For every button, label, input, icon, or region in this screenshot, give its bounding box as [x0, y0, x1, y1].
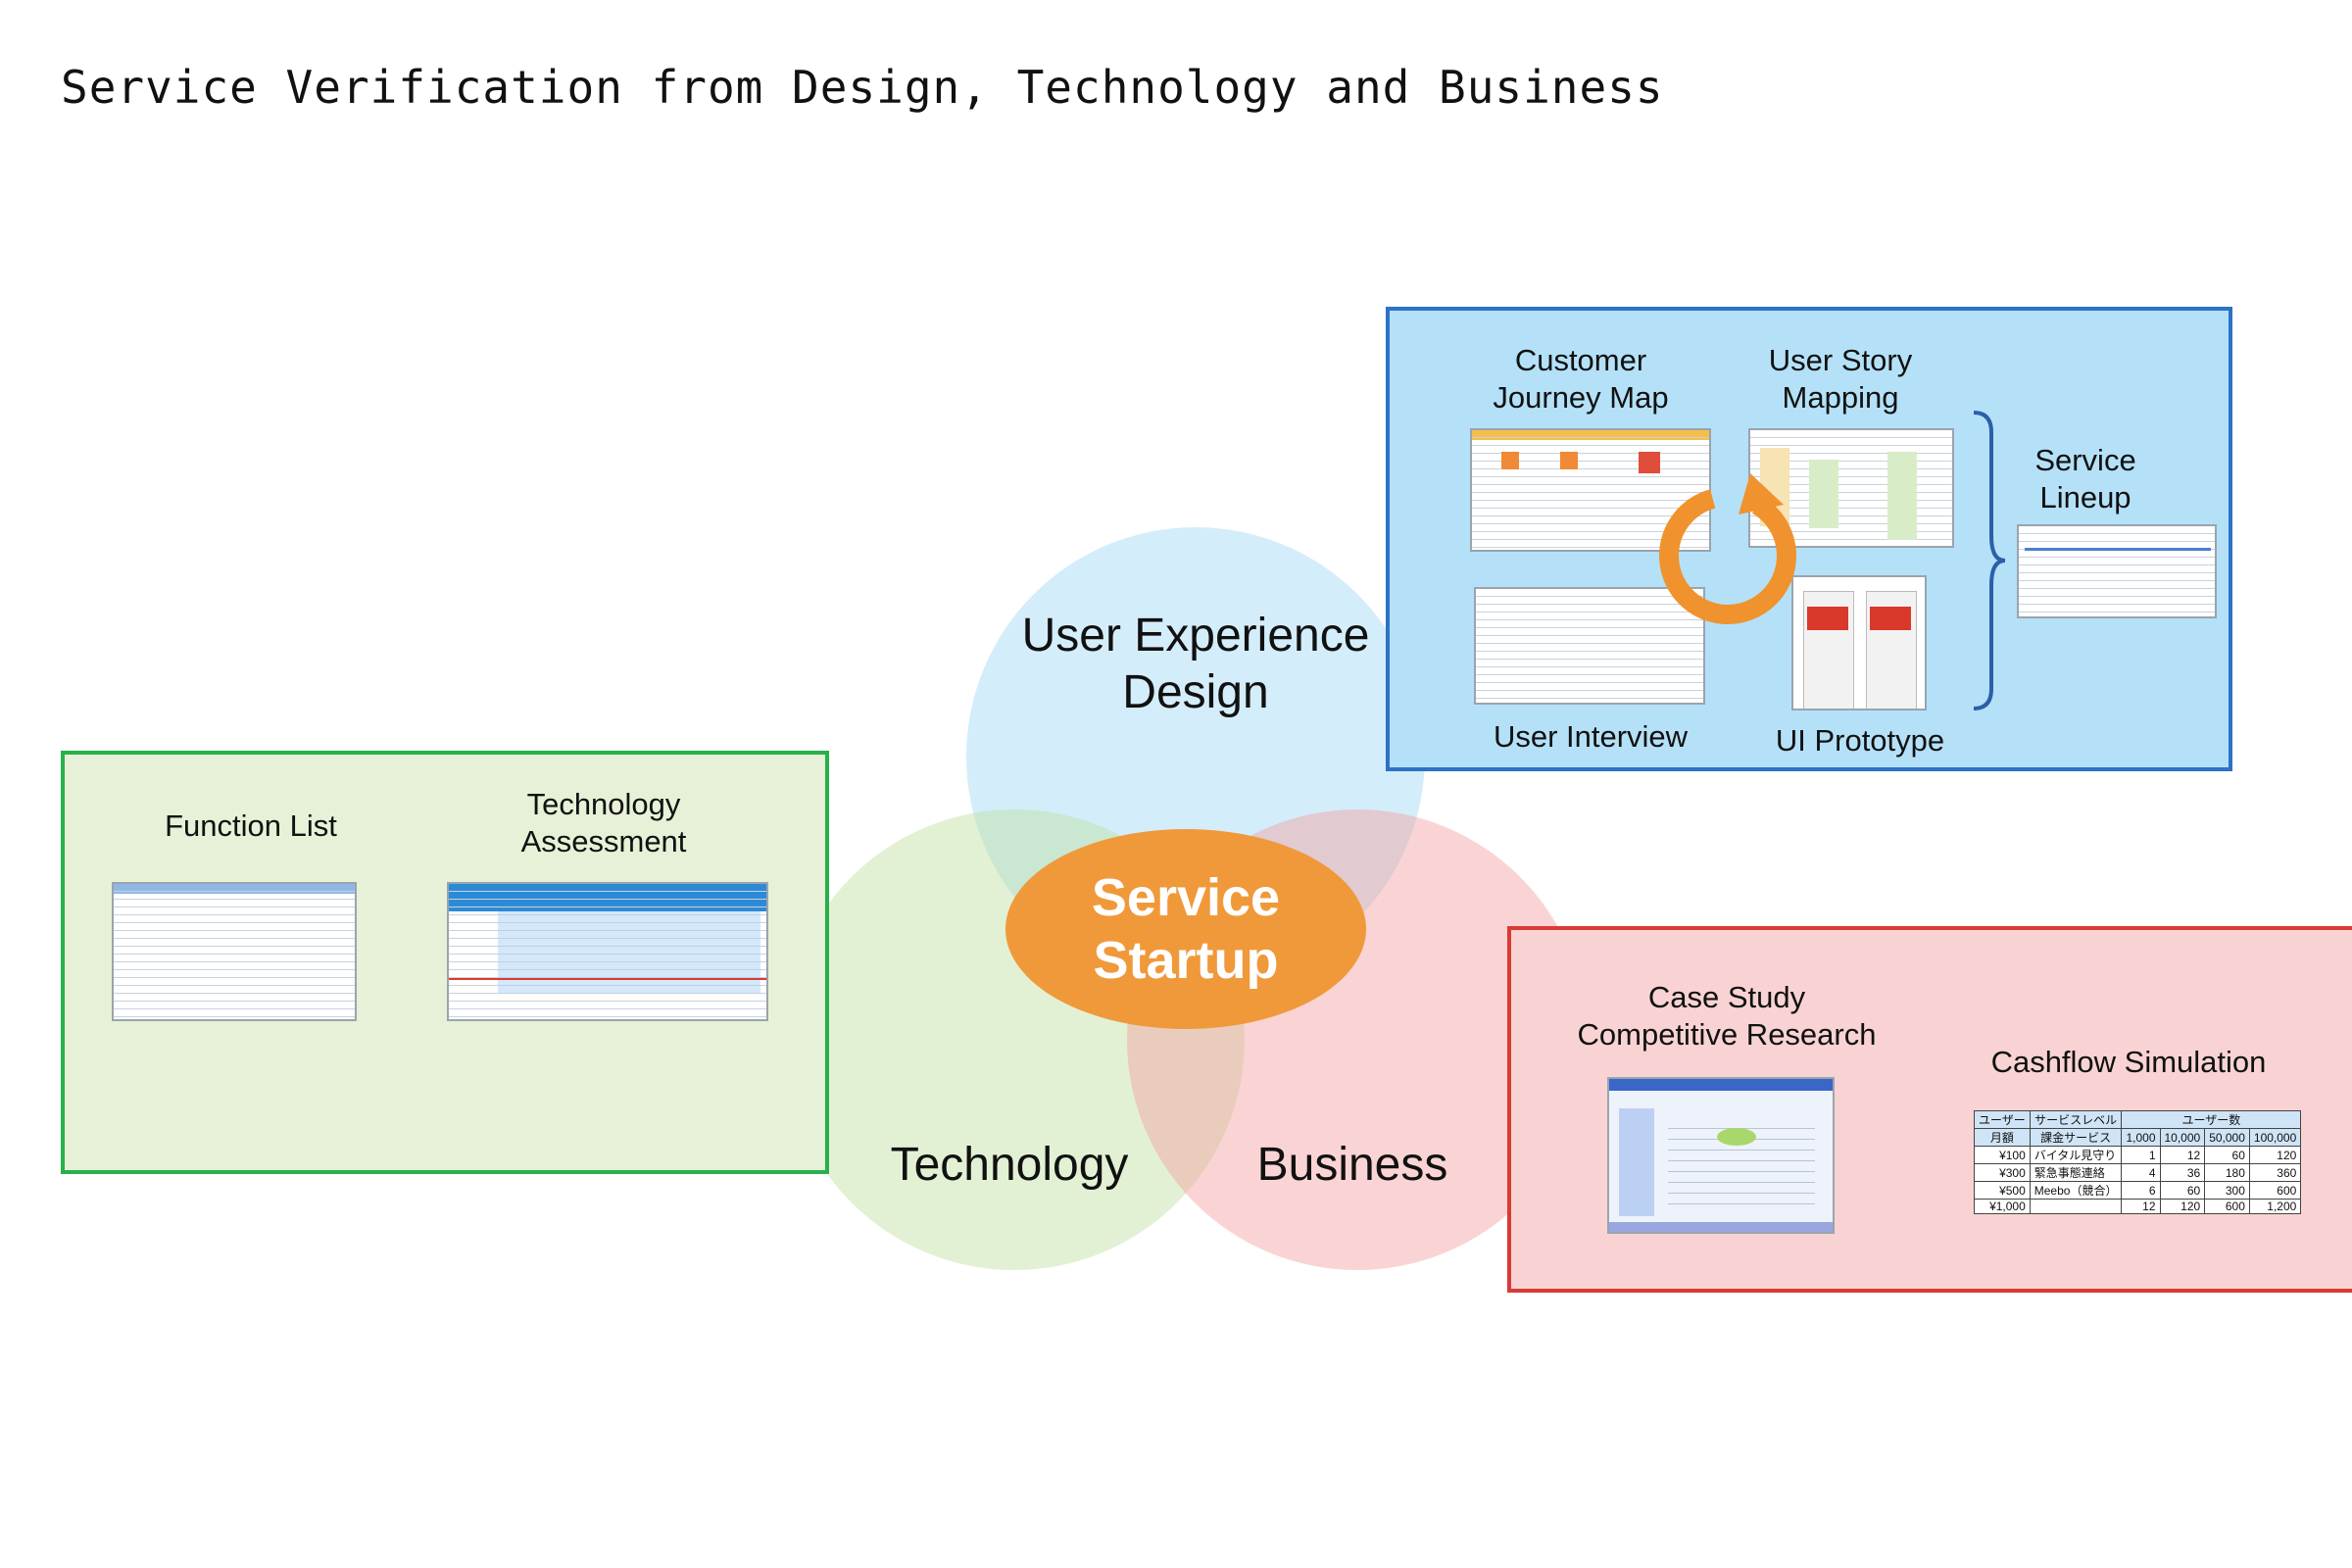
table-header-cell: 50,000 — [2204, 1128, 2250, 1147]
table-header-cell: 課金サービス — [2029, 1128, 2123, 1147]
table-header-cell: 1,000 — [2121, 1128, 2161, 1147]
table-cell: 180 — [2204, 1163, 2250, 1182]
table-cell: 緊急事態連絡 — [2029, 1163, 2123, 1182]
user-interview-thumbnail — [1474, 587, 1705, 705]
ux-design-panel: Customer Journey Map User Story Mapping … — [1386, 307, 2232, 771]
cashflow-simulation-label: Cashflow Simulation — [1990, 1045, 2267, 1079]
table-header-cell: ユーザー — [1974, 1110, 2031, 1129]
case-study-thumbnail — [1607, 1077, 1835, 1234]
customer-journey-map-label: Customer Journey Map — [1493, 343, 1669, 415]
table-cell: 60 — [2159, 1181, 2206, 1200]
table-cell: 360 — [2248, 1163, 2302, 1182]
table-cell: 120 — [2248, 1146, 2302, 1164]
table-header-cell: 100,000 — [2248, 1128, 2302, 1147]
business-label: Business — [1256, 1139, 1448, 1191]
table-cell: 6 — [2121, 1181, 2161, 1200]
table-header-cell: サービスレベル — [2029, 1110, 2123, 1129]
brace-icon — [1973, 411, 2006, 710]
case-study-label: Case Study Competitive Research — [1577, 980, 1877, 1052]
table-cell: バイタル見守り — [2029, 1146, 2123, 1164]
table-row: ¥500 Meebo（競合） 6 60 300 600 — [1974, 1181, 2302, 1200]
ux-design-label: User Experience Design — [1021, 610, 1370, 718]
technology-label: Technology — [890, 1139, 1129, 1191]
table-header-cell: 月額 — [1974, 1128, 2031, 1147]
ui-prototype-label: UI Prototype — [1775, 723, 1945, 758]
table-cell: 12 — [2121, 1199, 2161, 1214]
ui-prototype-thumbnail — [1791, 575, 1927, 710]
cycle-arrow-icon — [1659, 473, 1796, 624]
table-cell: 12 — [2159, 1146, 2206, 1164]
service-lineup-label: Service Lineup — [2034, 443, 2136, 514]
function-list-label: Function List — [165, 808, 337, 843]
table-header-cell: ユーザー数 — [2121, 1110, 2302, 1129]
function-list-thumbnail — [112, 882, 357, 1021]
table-cell: 600 — [2204, 1199, 2250, 1214]
technology-assessment-label: Technology Assessment — [520, 787, 687, 858]
table-cell: ¥100 — [1974, 1146, 2031, 1164]
user-story-mapping-label: User Story Mapping — [1768, 343, 1913, 415]
business-panel: Case Study Competitive Research Cashflow… — [1507, 926, 2352, 1293]
table-cell: ¥300 — [1974, 1163, 2031, 1182]
technology-assessment-thumbnail — [447, 882, 768, 1021]
service-lineup-thumbnail — [2017, 524, 2217, 618]
service-startup-core: Service Startup — [1005, 829, 1366, 1029]
table-cell: 60 — [2204, 1146, 2250, 1164]
table-cell: 4 — [2121, 1163, 2161, 1182]
table-cell: ¥1,000 — [1974, 1199, 2031, 1214]
table-cell: 120 — [2159, 1199, 2206, 1214]
table-row: ¥1,000 12 120 600 1,200 — [1974, 1199, 2302, 1214]
table-cell: 1,200 — [2248, 1199, 2302, 1214]
table-cell: 36 — [2159, 1163, 2206, 1182]
technology-panel: Function List Technology Assessment — [61, 751, 829, 1174]
table-cell: 600 — [2248, 1181, 2302, 1200]
table-cell: 1 — [2121, 1146, 2161, 1164]
user-interview-label: User Interview — [1493, 719, 1689, 754]
table-row: ¥300 緊急事態連絡 4 36 180 360 — [1974, 1163, 2302, 1182]
table-cell — [2029, 1199, 2123, 1214]
table-cell: 300 — [2204, 1181, 2250, 1200]
table-header-cell: 10,000 — [2159, 1128, 2206, 1147]
page-title: Service Verification from Design, Techno… — [61, 61, 1664, 114]
table-cell: Meebo（競合） — [2029, 1181, 2123, 1200]
table-row: ¥100 バイタル見守り 1 12 60 120 — [1974, 1146, 2302, 1164]
user-story-mapping-thumbnail — [1748, 428, 1954, 548]
cashflow-table: ユーザー サービスレベル ユーザー数 月額 課金サービス 1,000 10,00… — [1974, 1110, 2302, 1214]
table-cell: ¥500 — [1974, 1181, 2031, 1200]
